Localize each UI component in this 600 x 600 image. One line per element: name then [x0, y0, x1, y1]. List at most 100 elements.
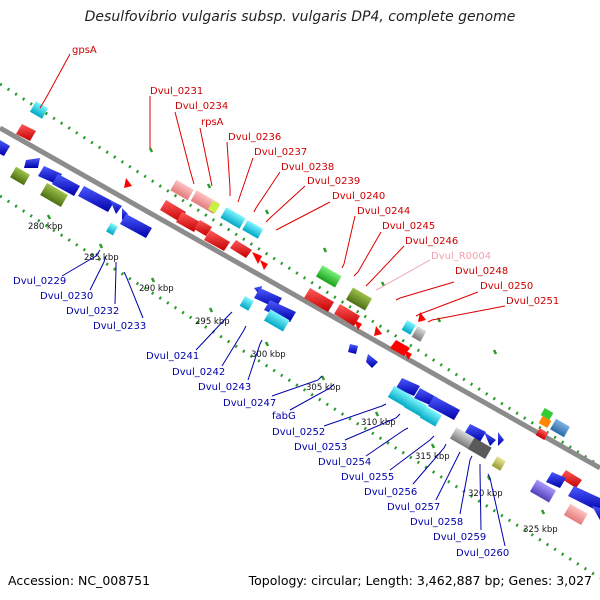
- gene-label: Dvul_0255: [341, 472, 394, 483]
- reverse-arrow: [568, 486, 600, 512]
- tick-label: 305 kbp: [306, 383, 341, 393]
- gene-label: rpsA: [201, 117, 224, 128]
- reverse-arrow: [264, 300, 296, 322]
- feature-gray: [449, 427, 476, 450]
- reverse-arrow: [0, 140, 10, 156]
- gene-label: Dvul_0242: [172, 367, 225, 378]
- forward-gene-labels: gpsA Dvul_0231 Dvul_0234 rpsA Dvul_0236 …: [72, 45, 559, 307]
- feature-cyan: [239, 296, 254, 311]
- feature-olive: [345, 287, 373, 311]
- gene-label: Dvul_0231: [150, 86, 203, 97]
- forward-arrow: [252, 252, 262, 264]
- gene-label: Dvul_0258: [410, 517, 463, 528]
- reverse-arrow: [120, 214, 152, 238]
- gene-label: Dvul_0237: [254, 147, 307, 158]
- feature-red: [535, 428, 549, 440]
- gene-label: Dvul_0229: [13, 276, 66, 287]
- reverse-leaders: [61, 249, 506, 547]
- reverse-arrow: [498, 432, 504, 446]
- forward-arrow: [334, 304, 360, 326]
- feature-cyan: [263, 309, 290, 332]
- feature-olive: [10, 166, 30, 186]
- reverse-arrow: [110, 200, 122, 214]
- feature-olive: [40, 182, 68, 208]
- gene-label: Dvul_0259: [433, 532, 486, 543]
- gene-label: Dvul_0250: [480, 281, 533, 292]
- tick-label: 315 kbp: [415, 452, 450, 462]
- inner-dotted-track: [0, 194, 600, 580]
- gene-label: Dvul_0248: [455, 266, 508, 277]
- gene-label: Dvul_0253: [294, 442, 347, 453]
- gene-label: Dvul_0245: [382, 221, 435, 232]
- feature-cyan: [419, 406, 442, 427]
- inner-ticks: [46, 214, 546, 515]
- tick-label: 280 kbp: [28, 222, 63, 232]
- page-title: Desulfovibrio vulgaris subsp. vulgaris D…: [84, 9, 516, 25]
- tick-label: 300 kbp: [251, 350, 286, 360]
- feature-cyan: [401, 320, 416, 335]
- forward-arrow: [304, 288, 334, 312]
- reverse-arrow: [24, 158, 40, 168]
- forward-arrow: [560, 470, 582, 488]
- reverse-arrow: [464, 424, 486, 442]
- gene-label: gpsA: [72, 45, 97, 56]
- tick-label: 310 kbp: [361, 418, 396, 428]
- feature-cyan: [403, 395, 428, 418]
- forward-arrow: [354, 320, 362, 330]
- gene-label: Dvul_0241: [146, 351, 199, 362]
- forward-strand-track: [16, 101, 588, 526]
- accession-label: Accession: NC_008751: [8, 573, 151, 588]
- gene-label: Dvul_0257: [387, 502, 440, 513]
- forward-arrow: [230, 240, 252, 258]
- forward-arrow: [16, 124, 36, 141]
- forward-arrow: [260, 260, 268, 270]
- rna-leader: [375, 259, 431, 291]
- feature-green: [540, 408, 554, 420]
- tick-label: 290 kbp: [139, 284, 174, 294]
- feature-purple: [529, 479, 557, 503]
- feature-green: [315, 265, 342, 288]
- tick-label: 320 kbp: [468, 489, 503, 499]
- gene-label: Dvul_0232: [66, 306, 119, 317]
- forward-arrow: [194, 220, 212, 236]
- tick-labels: 280 kbp 285 kbp 290 kbp 295 kbp 300 kbp …: [28, 222, 558, 535]
- gene-label: Dvul_0252: [272, 427, 325, 438]
- gene-label: Dvul_0230: [40, 291, 93, 302]
- topology-summary: Topology: circular; Length: 3,462,887 bp…: [248, 573, 592, 588]
- forward-leaders: [39, 53, 506, 323]
- feature-cyan: [106, 222, 118, 236]
- gene-label: fabG: [272, 411, 296, 422]
- reverse-arrow: [592, 506, 600, 520]
- gene-label: Dvul_0234: [175, 101, 228, 112]
- gene-label: Dvul_0254: [318, 457, 371, 468]
- forward-arrow: [204, 230, 230, 251]
- feature-gray: [467, 437, 492, 460]
- gene-label: Dvul_0247: [223, 398, 276, 409]
- gene-label: Dvul_R0004: [431, 251, 491, 262]
- feature-cyan: [387, 385, 412, 408]
- gene-label: Dvul_0236: [228, 132, 281, 143]
- reverse-strand-track: [0, 140, 600, 520]
- gene-label: Dvul_0243: [198, 382, 251, 393]
- feature-steel: [550, 418, 570, 438]
- reverse-arrow: [78, 186, 114, 212]
- feature-cyan: [242, 220, 264, 239]
- gene-label: Dvul_0240: [332, 191, 385, 202]
- reverse-arrow: [484, 432, 496, 446]
- gene-label: Dvul_0244: [357, 206, 410, 217]
- reverse-arrow: [396, 378, 420, 396]
- gene-label: Dvul_0256: [364, 487, 417, 498]
- reverse-arrow: [428, 396, 460, 420]
- feature-orange: [538, 416, 552, 428]
- tick-label: 285 kbp: [84, 253, 119, 263]
- gene-label: Dvul_0233: [93, 321, 146, 332]
- feature-pink: [170, 179, 194, 201]
- genome-backbone: [0, 125, 600, 471]
- reverse-arrow: [366, 354, 378, 368]
- forward-arrow: [404, 350, 412, 360]
- reverse-arrow: [546, 472, 566, 488]
- tick-label: 295 kbp: [195, 317, 230, 327]
- gene-label: Dvul_0251: [506, 296, 559, 307]
- reverse-arrow: [52, 174, 80, 196]
- feature-gray: [411, 326, 427, 342]
